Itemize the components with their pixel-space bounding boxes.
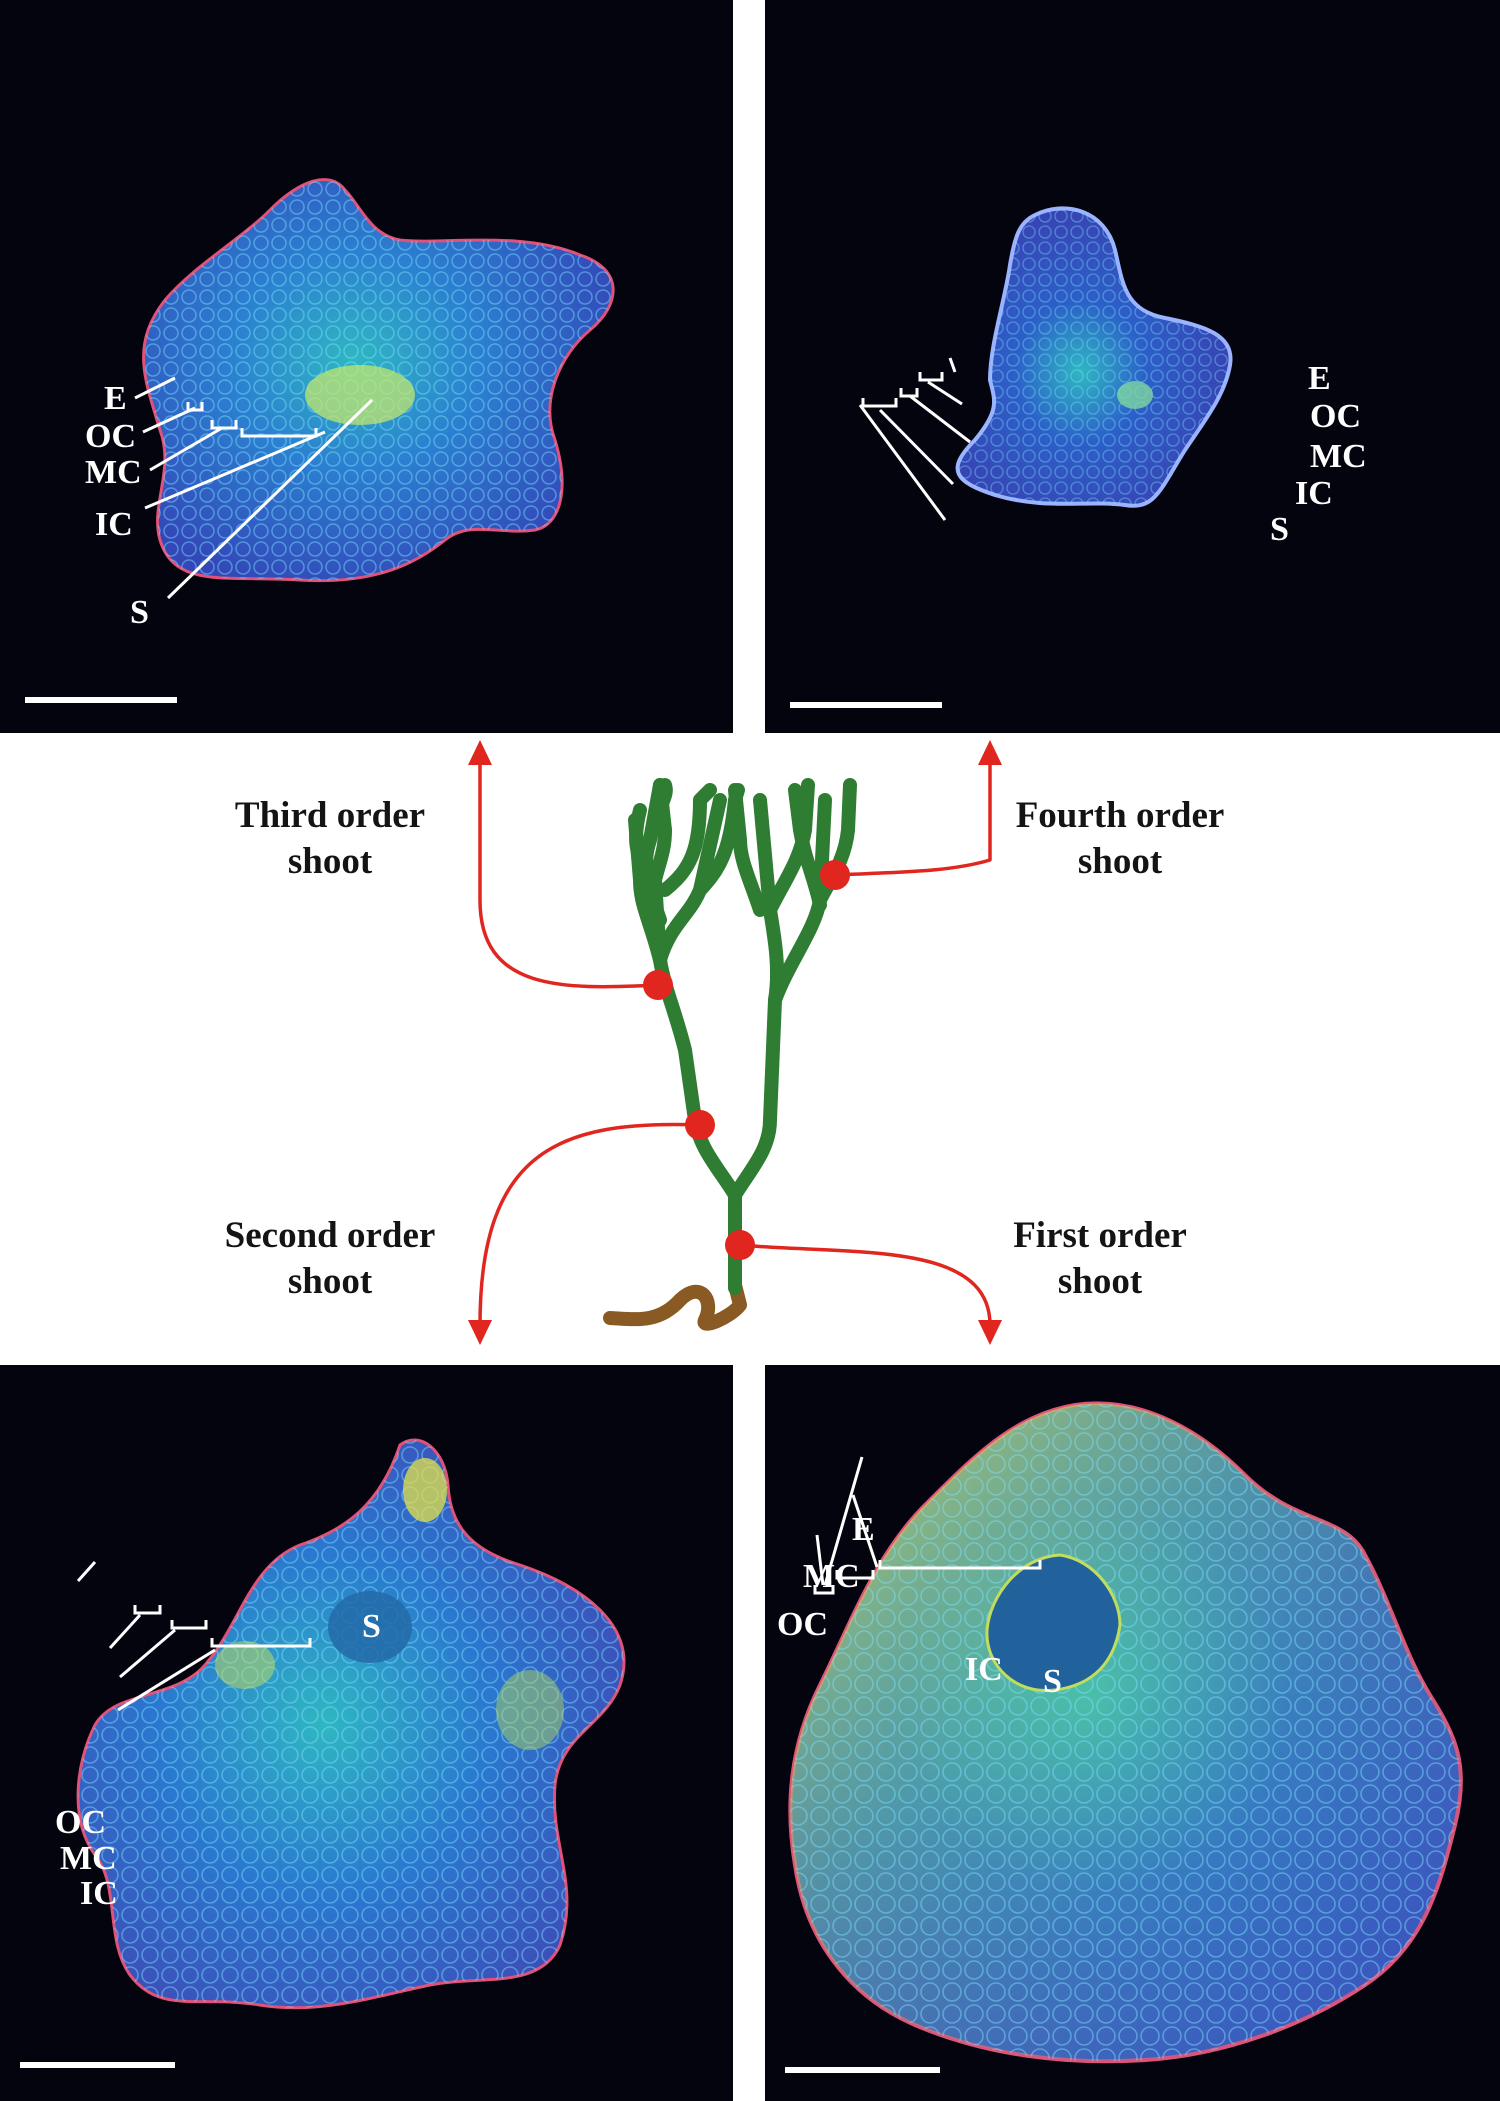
label-MC-first: MC <box>803 1558 860 1595</box>
label-IC-first: IC <box>965 1651 1003 1688</box>
label-MC-second: MC <box>60 1840 117 1877</box>
label-fourth-order-shoot: Fourth order shoot <box>1015 795 1225 882</box>
arrowheads <box>468 740 1002 1345</box>
stele-fourth <box>1117 381 1153 409</box>
label-third-order-shoot: Third order shoot <box>234 795 426 882</box>
scale-bar-third <box>25 697 177 703</box>
label-S-first: S <box>1043 1663 1062 1700</box>
label-OC-fourth: OC <box>1310 398 1361 435</box>
label-OC-first: OC <box>777 1606 828 1643</box>
branching-diagram <box>468 740 1002 1345</box>
stele-third <box>305 365 415 425</box>
label-S-second: S <box>362 1608 381 1645</box>
scale-bar-first <box>785 2067 940 2073</box>
label-MC-fourth: MC <box>1310 438 1367 475</box>
label-second-order-shoot: Second order shoot <box>224 1215 436 1302</box>
micrograph-fourth-order <box>858 206 1233 521</box>
label-IC-third: IC <box>95 506 133 543</box>
sample-points <box>643 860 850 1260</box>
micrograph-first-order <box>788 1401 1463 2064</box>
micrograph-second-order <box>76 1438 626 2010</box>
micrograph-third-order <box>134 178 615 600</box>
stele-second <box>328 1591 412 1663</box>
panel-second-order-shoot: E OC MC IC S <box>0 1365 733 2101</box>
label-S-third: S <box>130 594 149 631</box>
panel-first-order-shoot: E MC OC IC S <box>765 1365 1500 2101</box>
rhizome <box>603 1278 747 1331</box>
shoot-stems <box>628 778 857 1295</box>
label-OC-second: OC <box>55 1804 106 1841</box>
panel-third-order-shoot: E OC MC IC S <box>0 0 733 733</box>
label-S-fourth: S <box>1270 511 1289 548</box>
stele-first <box>985 1553 1122 1693</box>
label-MC-third: MC <box>85 454 142 491</box>
scale-bar-fourth <box>790 702 942 708</box>
label-IC-second: IC <box>80 1875 118 1912</box>
label-E-first: E <box>852 1511 875 1548</box>
label-IC-fourth: IC <box>1295 475 1333 512</box>
scale-bar-second <box>20 2062 175 2068</box>
connector-lines <box>478 743 992 1327</box>
panel-fourth-order-shoot: E OC MC IC S <box>765 0 1500 733</box>
label-OC-third: OC <box>85 418 136 455</box>
label-E-fourth: E <box>1308 360 1331 397</box>
label-E-third: E <box>104 380 127 417</box>
label-first-order-shoot: First order shoot <box>1013 1215 1187 1302</box>
